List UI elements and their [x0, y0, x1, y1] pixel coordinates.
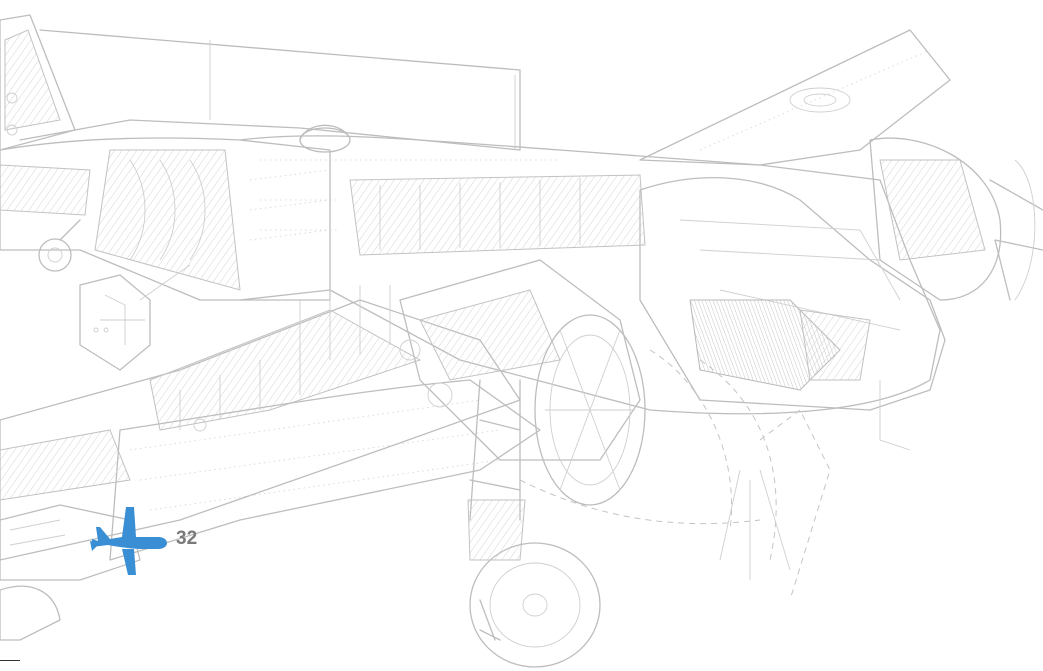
bracket-detail [79, 264, 191, 371]
left-engine [399, 259, 646, 506]
wing-frame-ribs [193, 285, 453, 432]
wing-root-detail [0, 429, 141, 641]
airplane-icon [90, 507, 167, 575]
fuselage [239, 124, 941, 415]
right-engine [869, 137, 1043, 301]
tail-fin [0, 14, 76, 151]
rear-fuselage [0, 29, 521, 301]
main-undercarriage [467, 379, 601, 668]
corner-mark [0, 660, 20, 661]
far-wing [639, 29, 951, 166]
page-number: 32 [176, 528, 198, 549]
cockpit-nose [639, 177, 946, 451]
propeller-arcs [519, 349, 831, 601]
tail-wheel [38, 219, 81, 272]
